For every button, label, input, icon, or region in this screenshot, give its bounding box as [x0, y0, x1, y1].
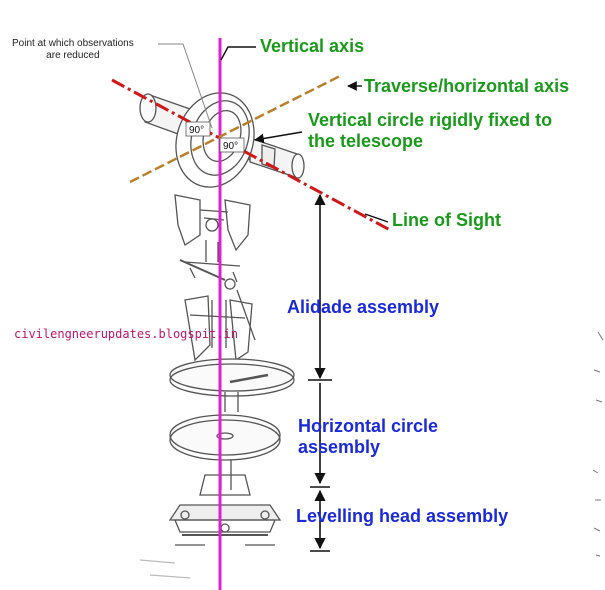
horizontal-circle-label: Horizontal circle assembly — [298, 416, 438, 457]
levelling-head — [168, 474, 282, 546]
traverse-axis-line — [129, 73, 343, 184]
alidade-frame — [184, 289, 256, 362]
angle-marks: 90° 90° — [185, 121, 245, 153]
line-of-sight-line — [111, 78, 391, 232]
point-reduced-line2: are reduced — [46, 50, 100, 61]
levelling-head-label: Levelling head assembly — [296, 506, 509, 526]
instrument-drawing — [139, 92, 305, 579]
horizontal-circle-line1: Horizontal circle — [298, 416, 439, 436]
alidade-plate — [169, 358, 295, 412]
scan-marks — [592, 331, 604, 557]
horizontal-circle-line2: assembly — [298, 436, 381, 457]
tangent-screw — [179, 259, 236, 290]
vertical-circle — [175, 92, 255, 188]
angle-label-b: 90° — [223, 141, 238, 152]
watermark: civilengneerupdates.blogspit.in — [14, 327, 238, 341]
point-reduced-label: Point at which observations are reduced — [12, 38, 134, 62]
vertical-axis-label: Vertical axis — [260, 36, 365, 56]
traverse-axis-label: Traverse/horizontal axis — [364, 76, 570, 96]
standards — [174, 194, 251, 283]
dimension-arrows — [308, 193, 332, 552]
angle-label-a: 90° — [189, 125, 204, 136]
alidade-label: Alidade assembly — [287, 297, 440, 317]
vertical-circle-line1: Vertical circle rigidly fixed to — [308, 110, 553, 130]
point-reduced-line1: Point at which observations — [12, 38, 134, 49]
vertical-circle-line2: the telescope — [308, 130, 424, 151]
line-of-sight-label: Line of Sight — [392, 210, 501, 230]
vertical-circle-label: Vertical circle rigidly fixed to the tel… — [308, 110, 552, 151]
horizontal-circle-plate — [169, 414, 281, 490]
leader-lines — [158, 43, 389, 223]
